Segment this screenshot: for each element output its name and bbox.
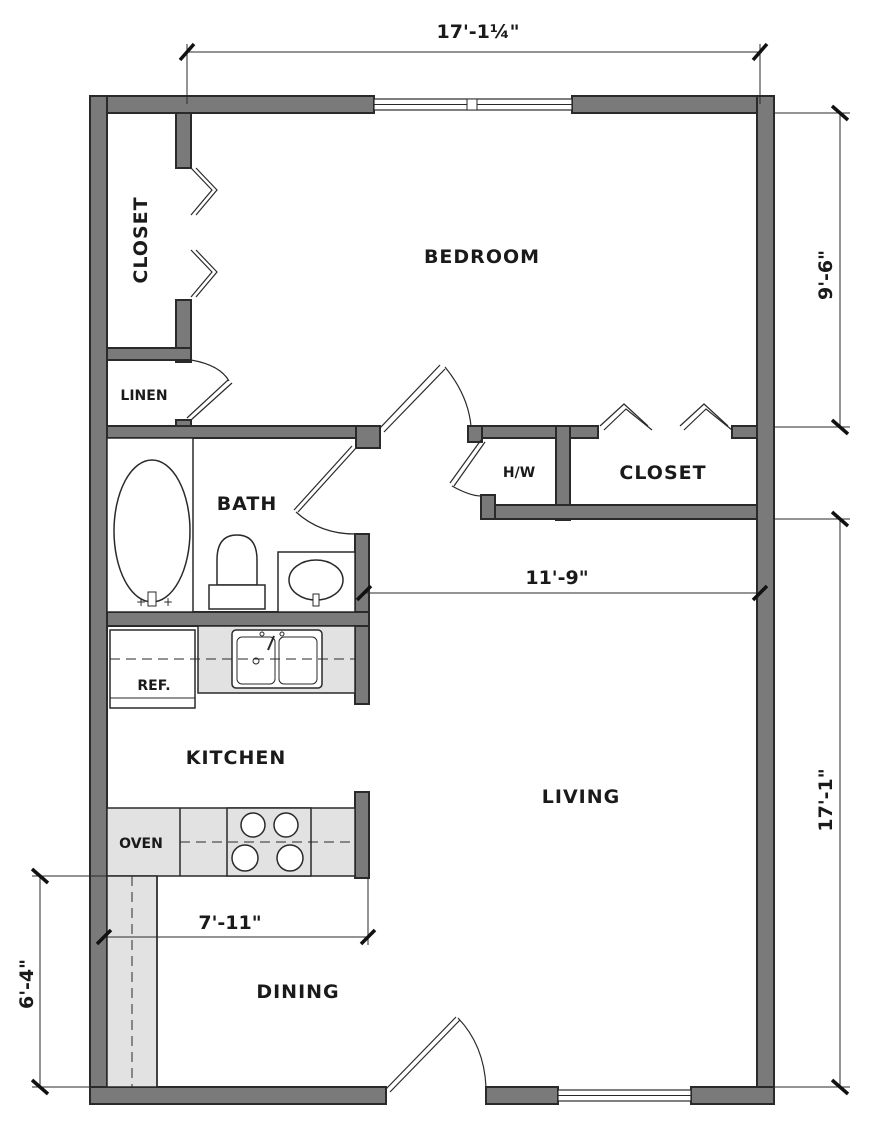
label-closet-left: CLOSET xyxy=(130,196,152,283)
svg-text:+: + xyxy=(136,595,146,609)
doors xyxy=(186,167,733,1093)
exterior-walls xyxy=(89,95,775,1105)
window-top xyxy=(373,98,573,111)
label-kitchen: KITCHEN xyxy=(186,747,286,769)
dim-living-depth: 17'-1" xyxy=(815,768,837,831)
toilet xyxy=(208,534,266,610)
dimension-living-depth xyxy=(774,510,850,1096)
dimension-living-width xyxy=(355,584,769,602)
bathtub: + + xyxy=(106,437,194,613)
dim-overall-width: 17'-1¼" xyxy=(437,21,520,43)
dim-dining-depth: 6'-4" xyxy=(16,959,38,1009)
dimension-overall-width xyxy=(178,42,769,104)
window-bottom xyxy=(557,1089,692,1102)
dim-bedroom-depth: 9'-6" xyxy=(815,250,837,300)
svg-text:+: + xyxy=(163,595,173,609)
label-bedroom: BEDROOM xyxy=(424,246,540,268)
interior-walls xyxy=(106,112,758,879)
label-linen: LINEN xyxy=(120,388,167,404)
label-bath: BATH xyxy=(217,493,278,515)
label-oven: OVEN xyxy=(119,836,163,852)
dimension-bedroom-depth xyxy=(774,104,850,436)
dimension-kitchen-width xyxy=(95,878,377,946)
dim-kitchen-width: 7'-11" xyxy=(198,912,261,934)
refrigerator xyxy=(109,629,196,709)
label-refrigerator: REF. xyxy=(137,678,170,694)
label-living: LIVING xyxy=(542,786,620,808)
label-hw: H/W xyxy=(503,465,535,481)
label-closet-right: CLOSET xyxy=(619,462,706,484)
dim-living-width: 11'-9" xyxy=(525,567,588,589)
label-dining: DINING xyxy=(256,981,339,1003)
bathroom-sink xyxy=(277,551,356,613)
dimension-dining-depth xyxy=(30,867,107,1096)
